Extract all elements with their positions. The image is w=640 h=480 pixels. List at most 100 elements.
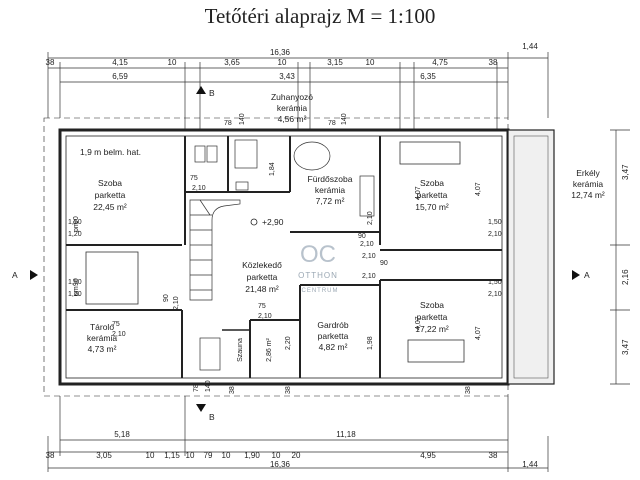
room-szoba3-name: Szoba	[420, 300, 444, 310]
room-gardrob-floor: parketta	[318, 331, 349, 341]
svg-text:10: 10	[168, 58, 177, 67]
svg-text:3,15: 3,15	[327, 58, 343, 67]
svg-text:4,07: 4,07	[415, 186, 422, 200]
room-szoba1-area: 22,45 m²	[93, 202, 127, 212]
svg-text:38: 38	[46, 58, 55, 67]
plan-title: Tetőtéri alaprajz M = 1:100	[204, 4, 436, 28]
room-kozlekedo-floor: parketta	[247, 272, 278, 282]
svg-text:2,10: 2,10	[362, 273, 376, 280]
svg-text:2,10: 2,10	[362, 253, 376, 260]
svg-text:1,15: 1,15	[164, 451, 180, 460]
svg-text:4,07: 4,07	[475, 326, 482, 340]
svg-text:90: 90	[73, 278, 80, 286]
svg-text:pm: pm	[73, 286, 80, 296]
section-arrow-right	[572, 270, 580, 280]
svg-text:75: 75	[258, 303, 266, 310]
room-tarolo-floor: kerámia	[87, 333, 118, 343]
svg-text:10: 10	[272, 451, 281, 460]
svg-text:1,84: 1,84	[269, 162, 276, 176]
svg-text:B: B	[209, 88, 215, 98]
room-furdo-area: 7,72 m²	[316, 196, 345, 206]
svg-text:38: 38	[229, 386, 236, 394]
room-erkely-floor: kerámia	[573, 179, 604, 189]
svg-text:pm: pm	[73, 222, 80, 232]
svg-text:3,43: 3,43	[279, 72, 295, 81]
svg-text:1,20: 1,20	[68, 291, 82, 298]
room-kozlekedo-area: 21,48 m²	[245, 284, 279, 294]
staircase	[189, 199, 241, 301]
svg-text:3,47: 3,47	[621, 339, 630, 355]
room-zuhanyozo-floor: kerámia	[277, 103, 308, 113]
room-szoba3-floor: parketta	[417, 312, 448, 322]
svg-text:2,10: 2,10	[360, 241, 374, 248]
svg-text:38: 38	[489, 451, 498, 460]
svg-text:11,18: 11,18	[336, 430, 356, 439]
svg-text:90: 90	[380, 260, 388, 267]
svg-text:10: 10	[366, 58, 375, 67]
svg-text:78: 78	[224, 120, 232, 127]
svg-text:75: 75	[190, 175, 198, 182]
right-dimension-lines	[610, 129, 630, 385]
svg-text:1,50: 1,50	[488, 219, 502, 226]
svg-text:3,47: 3,47	[621, 164, 630, 180]
svg-text:1,90: 1,90	[244, 451, 260, 460]
room-gardrob-name: Gardrób	[317, 320, 348, 330]
svg-text:10: 10	[222, 451, 231, 460]
svg-text:140: 140	[239, 113, 246, 125]
svg-text:B: B	[209, 412, 215, 422]
dim-bottom-total: 16,36	[270, 460, 291, 469]
svg-text:1,50: 1,50	[488, 279, 502, 286]
room-tarolo-name: Tároló	[90, 322, 114, 332]
svg-text:CENTRUM: CENTRUM	[302, 288, 339, 294]
bottom-dimension-lines	[47, 396, 549, 472]
room-zuhanyozo-area: 4,56 m²	[278, 114, 307, 124]
svg-text:2,16: 2,16	[621, 269, 630, 285]
svg-text:Szauna: Szauna	[237, 338, 244, 362]
bathroom-fixtures	[194, 139, 375, 371]
svg-text:6,35: 6,35	[420, 72, 436, 81]
svg-text:5,18: 5,18	[114, 430, 130, 439]
svg-text:2,10: 2,10	[192, 185, 206, 192]
dim-top-row3: 6,59 3,43 6,35	[112, 72, 436, 81]
svg-text:79: 79	[204, 451, 213, 460]
svg-text:A: A	[584, 270, 590, 280]
svg-text:10: 10	[146, 451, 155, 460]
dim-bottom-row2: 38 3,05 10 1,15 10 79 10 1,90 10 20 4,95…	[46, 451, 498, 460]
dim-right: 3,47 2,16 3,47	[621, 164, 630, 355]
opening-labels: 78 140 78 140 1,84 75 2,10 2,10 90 1,50 …	[68, 113, 502, 394]
section-arrow-bottom	[196, 404, 206, 412]
svg-text:3,65: 3,65	[224, 58, 240, 67]
svg-text:1,50: 1,50	[68, 279, 82, 286]
svg-text:38: 38	[489, 58, 498, 67]
dim-top-right: 1,44	[522, 42, 538, 51]
svg-text:4,07: 4,07	[475, 182, 482, 196]
svg-text:20: 20	[292, 451, 301, 460]
svg-text:4,75: 4,75	[432, 58, 448, 67]
svg-text:2,20: 2,20	[285, 336, 292, 350]
svg-text:2,10: 2,10	[173, 296, 180, 310]
room-furdo-name: Fürdőszoba	[308, 174, 353, 184]
room-szoba2-floor: parketta	[417, 190, 448, 200]
room-szoba1-name: Szoba	[98, 178, 122, 188]
dim-top-row2: 38 4,15 10 3,65 10 3,15 10 4,75 38	[46, 58, 498, 67]
svg-text:1,50: 1,50	[68, 219, 82, 226]
section-arrow-top	[196, 86, 206, 94]
svg-text:10: 10	[278, 58, 287, 67]
room-szoba3-area: 17,22 m²	[415, 324, 449, 334]
svg-text:2,10: 2,10	[488, 231, 502, 238]
svg-text:75: 75	[112, 321, 120, 328]
room-erkely-name: Erkély	[576, 168, 600, 178]
room-gardrob-area: 4,82 m²	[319, 342, 348, 352]
svg-text:2,86 m²: 2,86 m²	[266, 337, 273, 361]
svg-text:38: 38	[285, 386, 292, 394]
svg-text:90: 90	[163, 294, 170, 302]
section-markers: A A B B	[12, 86, 590, 422]
room-tarolo-area: 4,73 m²	[88, 344, 117, 354]
svg-text:4,95: 4,95	[420, 451, 436, 460]
room-kozlekedo-name: Közlekedő	[242, 260, 282, 270]
watermark-logo: OC OTTHON CENTRUM	[298, 241, 339, 294]
svg-text:90: 90	[358, 233, 366, 240]
svg-text:6,59: 6,59	[112, 72, 128, 81]
dim-top-total: 16,36	[270, 48, 291, 57]
svg-text:OTTHON: OTTHON	[298, 271, 338, 280]
